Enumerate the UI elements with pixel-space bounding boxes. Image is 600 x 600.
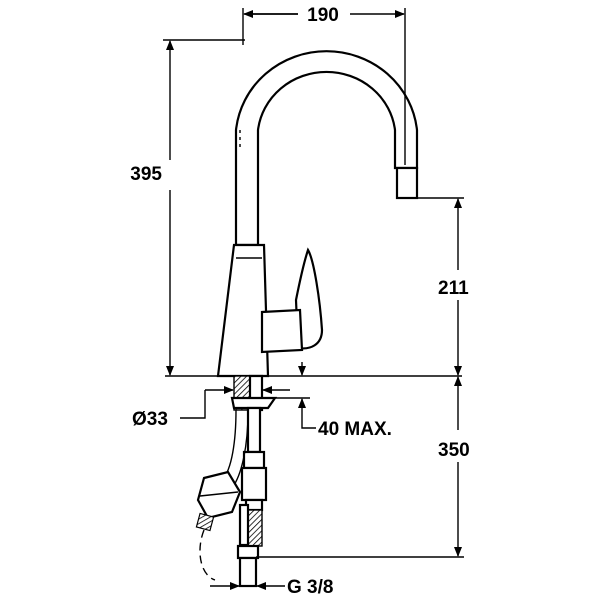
dimension-395: 395 (130, 39, 245, 376)
faucet-body (216, 243, 270, 378)
dimension-diameter-33: Ø33 (132, 386, 290, 430)
shank-and-hoses (195, 374, 278, 588)
dimension-label: 350 (438, 440, 470, 461)
dimension-label: 40 MAX. (318, 419, 392, 440)
dimension-label: 211 (438, 278, 469, 299)
dimension-label: 395 (130, 164, 162, 185)
dimension-211: 211 (417, 197, 469, 376)
lever-handle (260, 247, 324, 354)
dimension-label: Ø33 (132, 409, 168, 430)
dimension-40-max: 40 MAX. (268, 362, 392, 440)
dimension-190: 190 (242, 5, 406, 165)
faucet-spout (234, 50, 419, 247)
dimension-label: 190 (307, 5, 339, 26)
dimension-g38: G 3/8 (210, 577, 333, 598)
dimension-350: 350 (256, 376, 470, 558)
dimension-label: G 3/8 (287, 577, 333, 598)
